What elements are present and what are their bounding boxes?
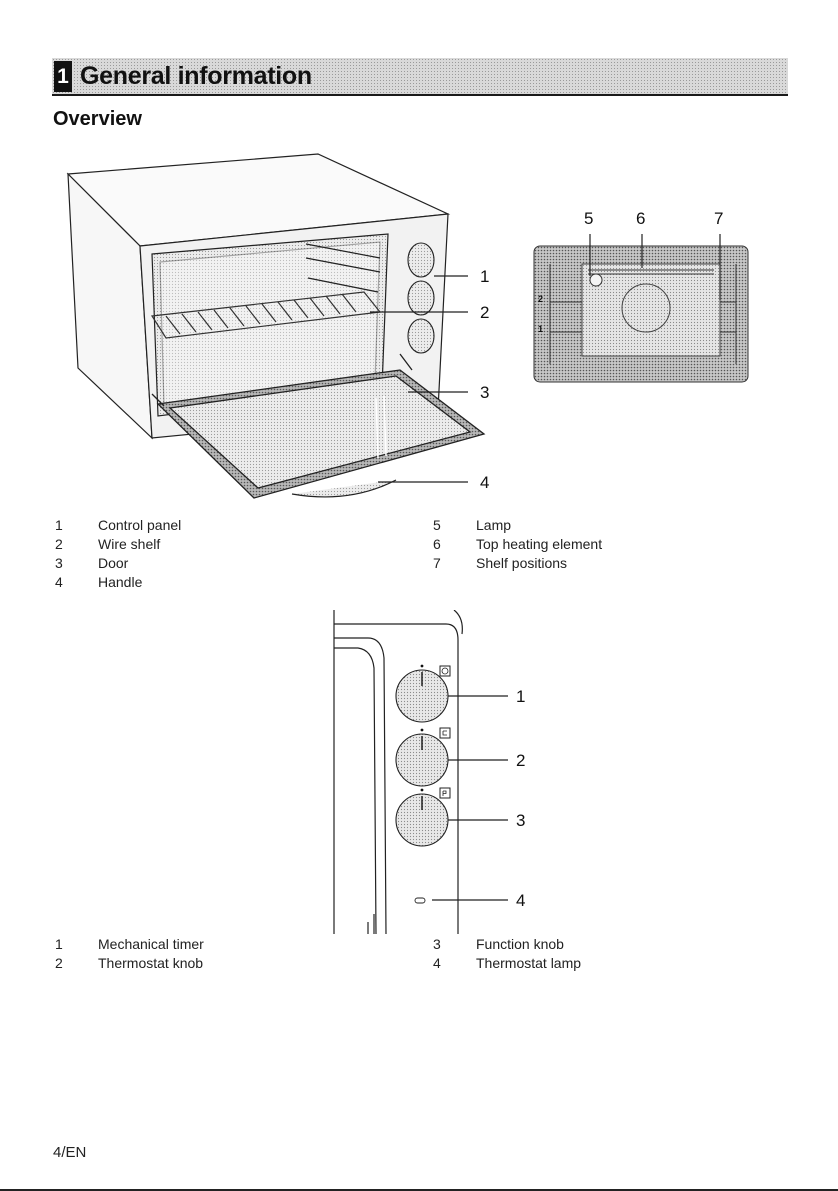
oven-callout-2: 2	[480, 303, 489, 322]
panel-callout-1: 1	[516, 687, 525, 706]
oven-callout-4: 4	[480, 473, 489, 492]
cavity-callout-7: 7	[714, 209, 723, 228]
shelf-mark-2: 2	[538, 294, 543, 304]
shelf-mark-1: 1	[538, 324, 543, 334]
page-number: 4/EN	[53, 1144, 86, 1161]
oven-callout-3: 3	[480, 383, 489, 402]
panel-callout-3: 3	[516, 811, 525, 830]
oven-cavity-illustration: 5 6 7 2 1	[528, 204, 754, 386]
oven-overview-illustration: 1 2 3 4	[60, 148, 500, 508]
cavity-callout-6: 6	[636, 209, 645, 228]
chapter-header-rule	[52, 94, 788, 96]
control-panel-illustration: 1 2 3 4	[328, 610, 548, 934]
oven-callout-1: 1	[480, 267, 489, 286]
chapter-title: General information	[80, 58, 312, 94]
panel-callout-4: 4	[516, 891, 525, 910]
cavity-callout-5: 5	[584, 209, 593, 228]
panel-callout-2: 2	[516, 751, 525, 770]
section-title: Overview	[53, 108, 142, 131]
chapter-number-badge: 1	[54, 61, 72, 92]
